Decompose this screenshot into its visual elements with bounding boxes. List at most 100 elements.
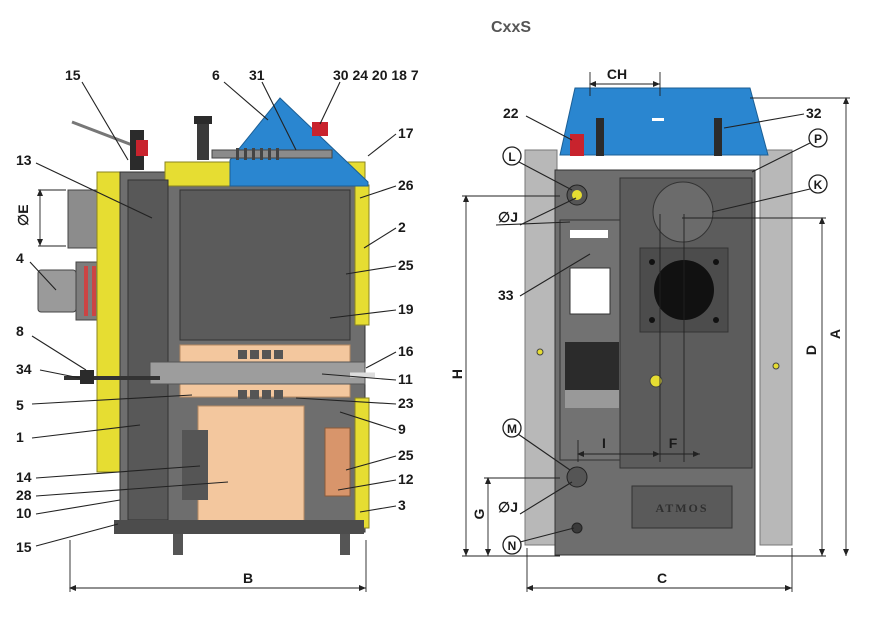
nozzle-bricks xyxy=(238,350,283,399)
callout-11: 11 xyxy=(398,371,413,387)
circled-K xyxy=(808,174,828,194)
leader-9 xyxy=(339,411,397,431)
leader-33 xyxy=(519,253,591,297)
callout-25-bottom: 25 xyxy=(398,447,414,463)
dim-H-label: H xyxy=(449,369,465,379)
callout-3: 3 xyxy=(398,497,406,513)
rear-side-panel-left xyxy=(524,149,558,546)
circled-L-label: L xyxy=(508,150,515,164)
dim-C-label: C xyxy=(657,570,667,586)
leader-26 xyxy=(359,185,397,199)
callout-8: 8 xyxy=(16,323,24,339)
leader-P xyxy=(751,142,811,173)
callout-16: 16 xyxy=(398,343,414,359)
leader-22 xyxy=(525,115,573,141)
circled-L xyxy=(502,146,522,166)
leader-30 xyxy=(319,81,341,125)
leader-6 xyxy=(223,81,269,121)
safety-thermostat xyxy=(312,122,328,136)
fan-blades xyxy=(84,266,96,316)
rear-handle-right xyxy=(714,118,722,156)
leader-11 xyxy=(321,373,397,381)
side-view-callouts: 15 13 ∅E 4 8 34 5 1 14 28 10 15 6 31 30 … xyxy=(15,67,419,592)
leader-31 xyxy=(261,81,297,151)
leader-4 xyxy=(29,261,57,291)
leader-1 xyxy=(31,424,141,439)
rear-casing-upper xyxy=(354,184,370,326)
top-handle-cap xyxy=(194,116,212,124)
draught-knob xyxy=(80,370,94,384)
leader-N xyxy=(519,527,575,543)
rear-thermostat-red xyxy=(570,134,584,156)
dim-I-label: I xyxy=(602,435,606,451)
callout-E: ∅E xyxy=(15,204,31,226)
front-casing-yellow xyxy=(96,171,123,473)
callout-9: 9 xyxy=(398,421,406,437)
callout-4: 4 xyxy=(16,250,24,266)
lower-chamber-brick xyxy=(182,430,208,500)
callout-12: 12 xyxy=(398,471,414,487)
dim-CH-label: CH xyxy=(607,66,627,82)
callout-23: 23 xyxy=(398,395,414,411)
fuel-magazine xyxy=(179,189,351,341)
leader-12 xyxy=(337,479,397,491)
lower-combustion-chamber xyxy=(197,405,305,522)
brand-plate xyxy=(631,485,733,529)
side-fittings xyxy=(536,348,780,370)
leader-23 xyxy=(295,397,397,405)
rear-panel-lower-left xyxy=(559,219,621,461)
circled-P-label: P xyxy=(814,132,822,146)
top-handle xyxy=(197,120,209,160)
callout-19: 19 xyxy=(398,301,414,317)
burner-tube xyxy=(149,361,366,385)
rear-yellow-nut xyxy=(649,374,663,388)
top-blue-cover xyxy=(229,97,369,187)
leader-10 xyxy=(35,499,121,515)
dim-D-label: D xyxy=(803,345,819,355)
thermostat-red xyxy=(136,140,148,156)
leader-K xyxy=(711,188,811,213)
leader-15-top xyxy=(81,81,129,161)
leader-J-top xyxy=(495,221,571,226)
callout-28: 28 xyxy=(16,487,32,503)
callout-1: 1 xyxy=(16,429,24,445)
leader-5 xyxy=(31,394,193,405)
leader-L xyxy=(518,161,573,191)
side-section-view xyxy=(37,97,375,555)
callout-13: 13 xyxy=(16,152,32,168)
side-leg-front xyxy=(173,525,183,555)
callout-32: 32 xyxy=(806,105,822,121)
callout-31: 31 xyxy=(249,67,265,83)
leader-8 xyxy=(31,335,87,371)
callout-2: 2 xyxy=(398,219,406,235)
cover-slot xyxy=(652,118,664,121)
leader-16 xyxy=(365,351,397,369)
circled-N-label: N xyxy=(508,539,517,553)
dim-A-label: A xyxy=(827,329,843,339)
callout-J-top: ∅J xyxy=(498,209,518,225)
regulator-spring xyxy=(236,148,279,160)
leader-28 xyxy=(35,481,229,497)
leader-3 xyxy=(359,505,397,513)
leader-25-bottom xyxy=(345,455,397,471)
control-grille xyxy=(565,390,619,408)
leader-J-top-2 xyxy=(519,197,577,226)
callout-34: 34 xyxy=(16,361,32,377)
diagram-title: CxxS xyxy=(491,19,531,36)
leader-17 xyxy=(367,133,397,157)
leader-14 xyxy=(35,465,201,479)
callout-30-group: 30 24 20 18 7 xyxy=(333,67,419,83)
callout-6: 6 xyxy=(212,67,220,83)
leader-19 xyxy=(329,309,397,319)
callout-15-top: 15 xyxy=(65,67,81,83)
circled-N xyxy=(502,535,522,555)
rear-side-panel-right xyxy=(759,149,793,546)
rear-label-strip xyxy=(570,230,608,238)
rear-view: ATMOS xyxy=(524,87,793,556)
dim-G-label: G xyxy=(471,508,487,519)
control-box xyxy=(565,342,619,390)
leader-J-bottom xyxy=(519,481,573,515)
dim-F-label: F xyxy=(669,435,678,451)
